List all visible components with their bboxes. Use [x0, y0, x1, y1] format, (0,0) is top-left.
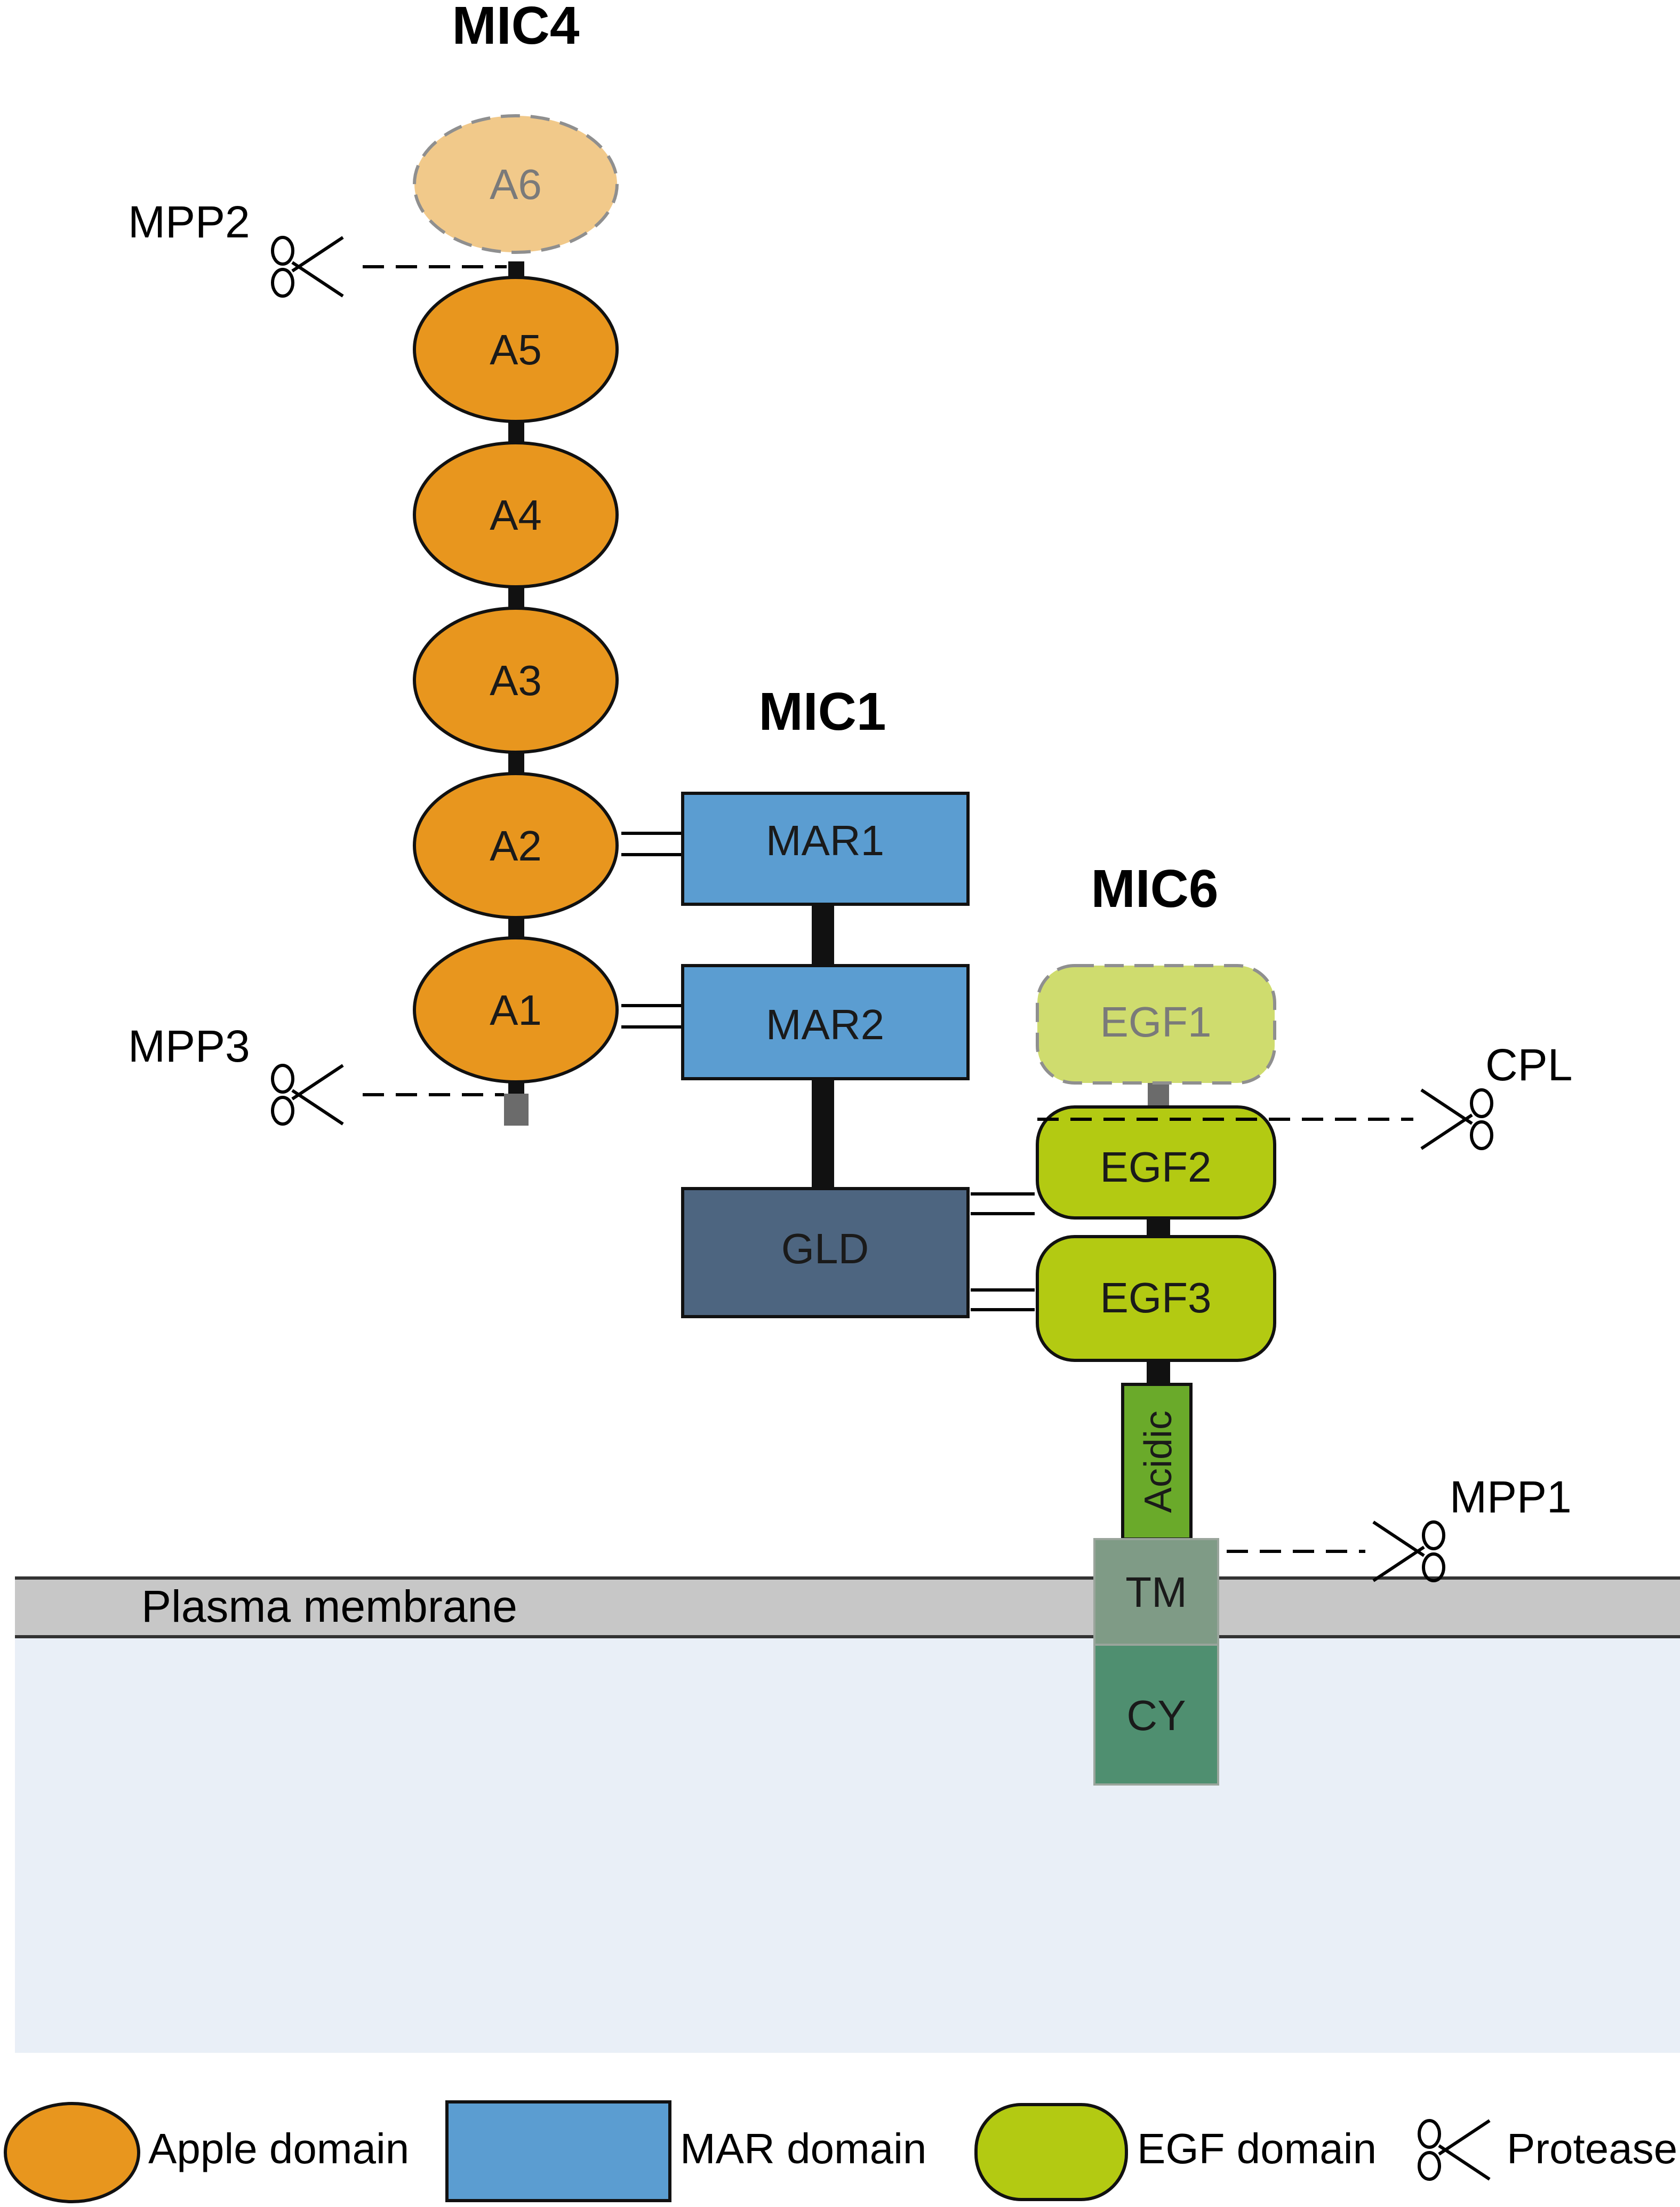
- mic4-a6-label: A6: [490, 161, 542, 208]
- mic4-a4-domain: [413, 441, 619, 588]
- mpp2-label: MPP2: [128, 197, 250, 247]
- mic4-a3-domain: [413, 607, 619, 754]
- mpp3-label: MPP3: [128, 1021, 250, 1071]
- mic6-acidic-label: Acidic: [1137, 1411, 1180, 1513]
- mic4-a1-label: A1: [490, 986, 542, 1034]
- mic6-egf2-domain: [1036, 1105, 1276, 1220]
- mic6-egf3-label: EGF3: [1100, 1274, 1212, 1321]
- mic4-a2-domain: [413, 772, 619, 919]
- mic6-tm-domain: [1093, 1538, 1219, 1646]
- cpl-scissors-icon: [1421, 1090, 1492, 1149]
- mic4-a2-label: A2: [490, 822, 542, 870]
- mic4-a6-domain: [413, 114, 619, 254]
- legend-egf-label: EGF domain: [1137, 2125, 1377, 2172]
- mpp2-scissors-icon: [273, 237, 343, 296]
- plasma-membrane: [15, 1578, 1680, 1637]
- mic4-title: MIC4: [452, 0, 580, 55]
- mpp3-scissors-icon: [273, 1065, 343, 1124]
- mic6-cy-label: CY: [1126, 1692, 1186, 1739]
- cpl-label: CPL: [1485, 1040, 1572, 1090]
- mic6-tm-label: TM: [1125, 1568, 1187, 1616]
- cytoplasm-region: [15, 1637, 1680, 2053]
- legend-mar-label: MAR domain: [680, 2125, 926, 2172]
- mic1-gld-label: GLD: [781, 1225, 869, 1272]
- mic6-egf3-domain: [1036, 1235, 1276, 1362]
- mic1-mar2-label: MAR2: [766, 1001, 884, 1048]
- mic6-egf1-label: EGF1: [1100, 998, 1212, 1046]
- mic4-a3-label: A3: [490, 657, 542, 704]
- legend-egf-swatch: [974, 2103, 1128, 2201]
- mic6-cy-domain: [1093, 1644, 1219, 1786]
- mic6-egf1-domain: [1036, 964, 1276, 1085]
- legend-scissors-icon: [1419, 2121, 1490, 2179]
- legend-protease-label: Protease: [1507, 2125, 1677, 2172]
- mpp1-label: MPP1: [1450, 1472, 1572, 1522]
- mic1-mar2-domain: [681, 964, 970, 1080]
- mic4-a5-domain: [413, 276, 619, 423]
- mic1-gld-domain: [681, 1187, 970, 1318]
- mpp1-scissors-icon: [1373, 1522, 1444, 1581]
- mic1-mar1-label: MAR1: [766, 817, 884, 864]
- legend-mar-swatch: [445, 2100, 671, 2202]
- mic4-a4-label: A4: [490, 491, 542, 539]
- legend-apple-swatch: [4, 2102, 140, 2203]
- mic4-c-terminus: [504, 1094, 529, 1126]
- mic4-a1-domain: [413, 936, 619, 1083]
- mic4-a5-label: A5: [490, 326, 542, 373]
- mic6-egf2-label: EGF2: [1100, 1143, 1212, 1191]
- membrane-label: Plasma membrane: [141, 1581, 517, 1631]
- mic6-title: MIC6: [1091, 859, 1219, 919]
- legend-apple-label: Apple domain: [148, 2125, 409, 2172]
- mic1-mar1-domain: [681, 792, 970, 906]
- mic1-title: MIC1: [759, 682, 886, 742]
- mic6-acidic-domain: [1121, 1383, 1193, 1541]
